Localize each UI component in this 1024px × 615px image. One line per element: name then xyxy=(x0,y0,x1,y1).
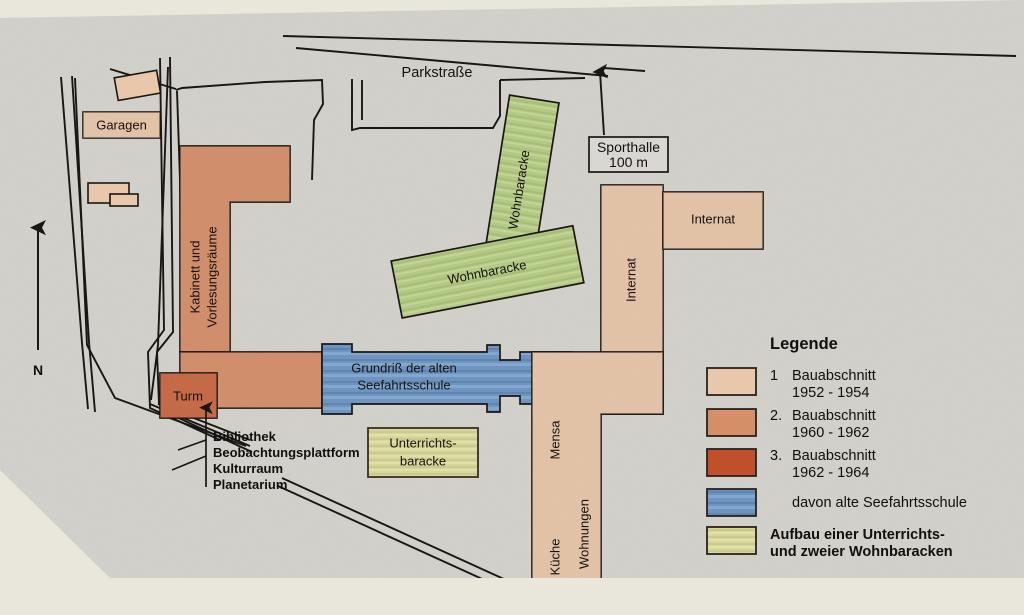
legend-label-3-line1: davon alte Seefahrtsschule xyxy=(792,495,967,511)
legend-item-4[interactable]: Aufbau einer Unterrichts- und zweier Woh… xyxy=(706,526,953,560)
building-internat-horizontal[interactable]: Internat xyxy=(662,191,764,250)
campus-block-outline xyxy=(175,79,324,181)
road-parkstrasse-north xyxy=(282,35,1017,57)
legend-item-3[interactable]: davon alte Seefahrtsschule xyxy=(706,488,967,517)
street-label-parkstrasse: Parkstraße xyxy=(402,65,473,81)
building-unterrichtsbaracke[interactable]: Unterrichts- baracke xyxy=(367,427,479,478)
legend-label-0-line1: Bauabschnitt xyxy=(792,368,876,384)
legend-label-1-line2: 1960 - 1962 xyxy=(792,425,869,441)
turm-annotations: Bibliothek Beobachtungsplattform Kulturr… xyxy=(213,429,360,492)
legend-swatch-1 xyxy=(706,408,757,437)
compass-north: N xyxy=(29,219,46,378)
turm-annot-2: Kulturraum xyxy=(213,461,283,476)
road-parkstrasse-south-b xyxy=(603,67,646,72)
building-garage-small-top[interactable] xyxy=(113,69,162,102)
compass-label-n: N xyxy=(33,362,43,378)
callout-sporthalle[interactable]: Sporthalle 100 m xyxy=(588,63,669,173)
building-garagen[interactable]: Garagen xyxy=(82,111,161,139)
legend-item-0[interactable]: 1 Bauabschnitt 1952 - 1954 xyxy=(706,367,876,401)
road-campus-west-b xyxy=(156,56,174,405)
legend-swatch-2 xyxy=(706,448,757,477)
legend-label-1-line1: Bauabschnitt xyxy=(792,408,876,424)
road-parkstrasse-south xyxy=(295,47,609,77)
road-west-outer xyxy=(60,76,89,410)
callout-sporthalle-line1: Sporthalle xyxy=(597,139,660,155)
legend-swatch-4 xyxy=(706,526,757,555)
road-mid-left-a xyxy=(150,66,169,401)
legend-label-2-line2: 1962 - 1964 xyxy=(792,465,869,481)
building-garage-small-mid[interactable] xyxy=(87,182,139,207)
road-network xyxy=(60,35,1017,578)
legend-swatch-3 xyxy=(706,488,757,517)
turm-annotation-leaders xyxy=(171,401,213,487)
legend-item-2[interactable]: 3. Bauabschnitt 1962 - 1964 xyxy=(706,448,876,481)
legend-swatch-0 xyxy=(706,367,757,396)
legend-item-1[interactable]: 2. Bauabschnitt 1960 - 1962 xyxy=(706,408,876,441)
road-south-diag-b xyxy=(281,477,529,578)
road-sw-diag-c xyxy=(169,413,253,453)
callout-sporthalle-line2: 100 m xyxy=(609,154,648,170)
legend: Legende 1 Bauabschnitt 1952 - 1954 2. Ba… xyxy=(706,335,967,560)
legend-title: Legende xyxy=(770,335,838,353)
turm-annot-3: Planetarium xyxy=(213,477,287,492)
turm-annot-0: Bibliothek xyxy=(213,429,277,444)
campus-notch-right xyxy=(351,79,501,132)
legend-label-4-line2: und zweier Wohnbaracken xyxy=(770,544,953,560)
legend-num-2: 3. xyxy=(770,448,782,464)
road-west-inner xyxy=(71,75,96,413)
legend-num-1: 2. xyxy=(770,408,782,424)
legend-label-2-line1: Bauabschnitt xyxy=(792,448,876,464)
legend-label-0-line2: 1952 - 1954 xyxy=(792,385,869,401)
building-turm[interactable]: Turm xyxy=(159,372,218,419)
turm-annot-1: Beobachtungsplattform xyxy=(213,445,360,460)
road-south-diag-a xyxy=(277,485,525,578)
legend-label-4-line1: Aufbau einer Unterrichts- xyxy=(770,527,945,543)
legend-num-0: 1 xyxy=(770,368,778,384)
campus-east-boundary xyxy=(499,77,586,81)
